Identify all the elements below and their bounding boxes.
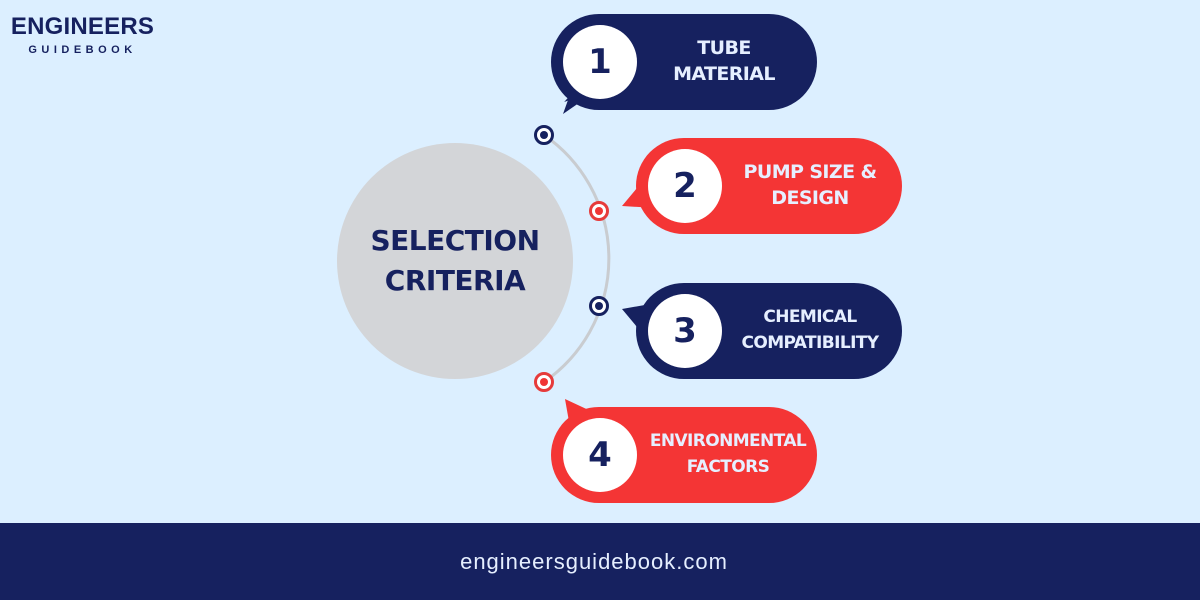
number-badge: 3 (648, 294, 722, 368)
item-label: PUMP SIZE & DESIGN (743, 161, 878, 209)
number-badge: 2 (648, 149, 722, 223)
criteria-item-3: 3 CHEMICAL COMPATIBILITY (622, 283, 902, 379)
criteria-item-2: 2 PUMP SIZE & DESIGN (622, 138, 902, 234)
item-number: 3 (673, 311, 697, 351)
item-number: 1 (588, 42, 612, 82)
speech-tail-icon (565, 399, 595, 433)
item-label: CHEMICAL COMPATIBILITY (741, 307, 879, 353)
item-number: 2 (673, 166, 697, 206)
connector-dot-3 (589, 296, 609, 316)
footer-bar: engineersguidebook.com (0, 523, 1200, 600)
number-badge: 1 (563, 25, 637, 99)
item-label: TUBE MATERIAL (673, 37, 775, 85)
logo-subtitle: GUIDEBOOK (28, 44, 137, 56)
criteria-item-1: 1 TUBE MATERIAL (551, 14, 817, 114)
connector-dot-2 (589, 201, 609, 221)
criteria-item-4: 4 ENVIRONMENTAL FACTORS (551, 399, 817, 503)
connector-dot-4 (534, 372, 554, 392)
item-label: ENVIRONMENTAL FACTORS (649, 431, 807, 477)
item-number: 4 (588, 435, 612, 475)
logo-title: ENGINEERS (10, 13, 155, 40)
speech-tail-icon (622, 182, 656, 208)
speech-tail-icon (622, 303, 656, 333)
hub-title: SELECTION CRITERIA (370, 224, 540, 297)
connector-dot-1 (534, 125, 554, 145)
footer-url[interactable]: engineersguidebook.com (460, 548, 728, 574)
selection-criteria-hub: SELECTION CRITERIA (337, 143, 573, 379)
logo: ENGINEERS GUIDEBOOK (10, 14, 155, 57)
number-badge: 4 (563, 418, 637, 492)
